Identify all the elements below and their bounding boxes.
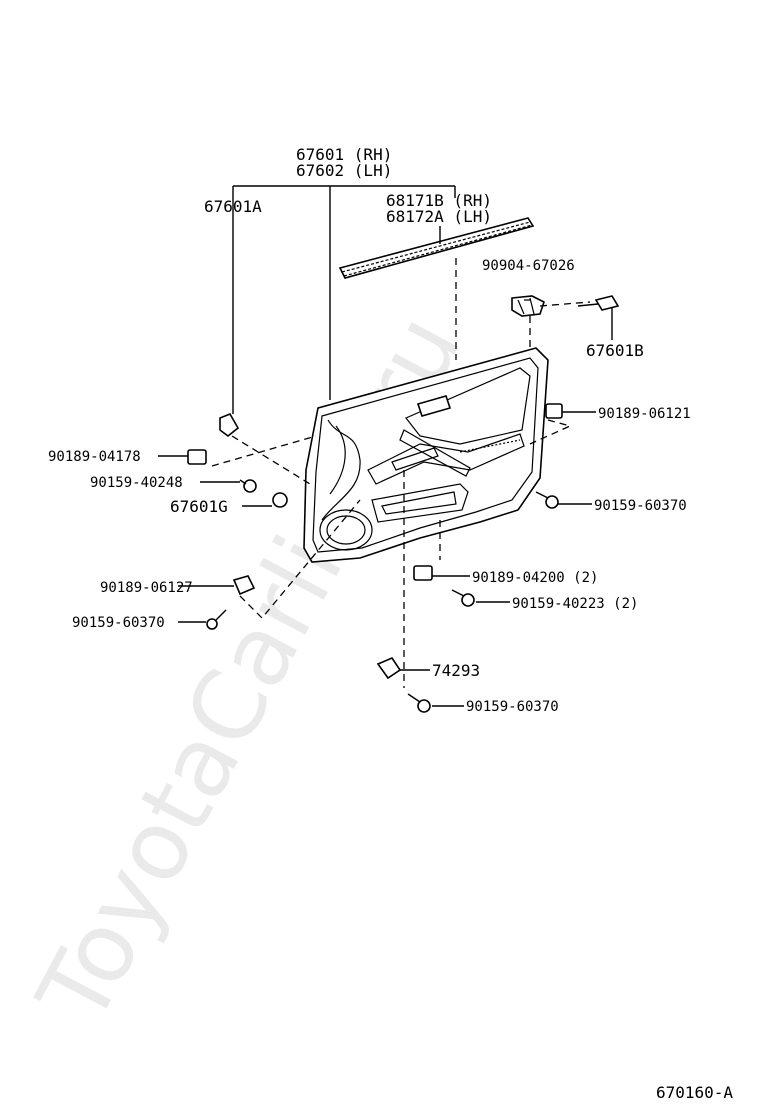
clip-90189-04178 [187,449,207,465]
diagram-code: 670160-A [656,1083,733,1102]
clip-74293 [376,657,402,680]
clip-90189-04200 [413,565,433,581]
clip-90189-06127 [232,575,256,596]
label-90904-67026: 90904-67026 [482,258,575,274]
label-74293: 74293 [432,661,480,680]
label-90189-04178: 90189-04178 [48,449,141,465]
label-90159-60370-right: 90159-60370 [594,498,687,514]
screw-90159-40223 [451,589,475,607]
label-67601-rh: 67601 (RH) [296,145,392,164]
label-90159-60370-bottom: 90159-60370 [466,699,559,715]
label-68171b-rh: 68171B (RH) [386,191,492,210]
pin-67601b [577,295,620,311]
assembly-dashed-lines [211,258,591,688]
screw-90159-60370-left [206,609,227,630]
clip-67601a [219,412,240,438]
screw-90159-60370-bottom [407,693,431,713]
leader-lines [158,185,613,707]
label-90159-60370-left: 90159-60370 [72,615,165,631]
label-90189-06127: 90189-06127 [100,580,193,596]
weatherstrip [338,217,535,279]
label-67602-lh: 67602 (LH) [296,161,392,180]
label-90189-04200: 90189-04200 (2) [472,570,598,586]
label-90159-40248: 90159-40248 [90,475,183,491]
cap-67601g [272,492,288,508]
door-trim-panel [303,347,549,563]
screw-90159-40248 [239,479,257,493]
clip-90904-67026 [511,295,545,317]
label-67601g: 67601G [170,497,228,516]
label-90159-40223: 90159-40223 (2) [512,596,638,612]
screw-90159-60370-right [535,491,559,509]
label-67601b: 67601B [586,341,644,360]
label-67601a: 67601A [204,197,262,216]
clip-90189-06121 [545,403,563,419]
label-68172a-lh: 68172A (LH) [386,207,492,226]
label-90189-06121: 90189-06121 [598,406,691,422]
